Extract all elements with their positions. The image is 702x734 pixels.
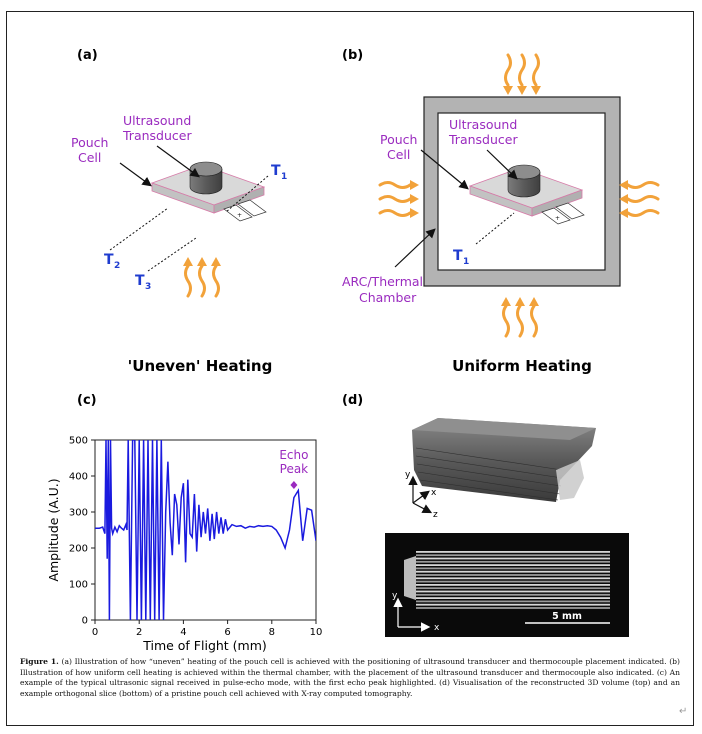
y-axis-ticks: 0 100 200 300 400 500 [69,436,95,627]
echo-peak-label-line2: Peak [280,462,309,476]
t1-label-a: T [271,163,281,179]
y-tick-label: 0 [82,616,88,627]
slice-tab [404,556,416,600]
slice-layer [416,580,610,583]
t2-sub-a: 2 [114,261,120,271]
axis-y-label-slice: y [392,591,398,601]
pouch-label-a-line1: Pouch [71,135,108,150]
slice-layer [416,593,610,596]
slice-layer [416,574,610,576]
t3-dotted-a [147,237,197,272]
slice-layer [416,607,610,609]
ct-3d-axes [408,475,433,514]
x-tick-label: 2 [136,627,142,638]
t2-label-a: T [104,252,114,268]
slice-layer [416,600,610,603]
slice-layer [416,587,610,590]
axis-z-label-3d: z [433,510,438,520]
axis-y-label-3d: y [405,470,411,480]
pouch-label-b-line2: Cell [387,147,410,162]
scale-bar-label: 5 mm [552,611,582,622]
heat-waves-a [183,257,221,298]
y-tick-label: 200 [69,544,88,555]
pouch-cell-a [151,161,267,222]
x-tick-label: 6 [224,627,230,638]
pouch-arrow-b [420,149,469,190]
axis-x-label-slice: x [434,623,440,633]
slice-layer [416,551,610,553]
heat-waves-b-left [378,180,419,218]
ultrasound-label-a-line1: Ultrasound [123,113,191,128]
ultrasound-label-a-line2: Transducer [122,128,192,143]
x-tick-label: 8 [269,627,275,638]
slice-layer [416,603,610,606]
ultrasound-label-b-line1: Ultrasound [449,117,517,132]
slice-layer [416,564,610,566]
figure-caption: Figure 1. (a) Illustration of how “uneve… [20,657,680,699]
axis-x-label-3d: x [431,488,437,498]
slice-layer [416,584,610,586]
echo-peak-marker [290,481,298,489]
transducer-arrow-b [486,149,518,180]
pouch-arrow-a [119,162,152,187]
t1-sub-a: 1 [281,172,287,182]
ultrasound-label-b-line2: Transducer [448,132,518,147]
chamber-label-line2: Chamber [359,290,417,305]
pouch-label-a-line2: Cell [78,150,101,165]
echo-peak-label-line1: Echo [279,448,308,462]
t3-sub-a: 3 [145,282,151,292]
x-tick-label: 4 [180,627,186,638]
y-tick-label: 300 [69,508,88,519]
paragraph-return-mark: ↵ [679,706,688,717]
ultrasonic-signal-chart: 0 100 200 300 400 500 0 2 4 6 8 10 Echo Peak Time … [46,436,322,654]
x-tick-label: 10 [310,627,323,638]
heat-waves-b-right [619,180,660,218]
y-tick-label: 400 [69,472,88,483]
ct-orthogonal-slice [385,533,629,637]
slice-layer [416,590,610,593]
t1-dotted-a [225,175,269,213]
chamber-arrow [394,228,436,268]
x-axis-ticks: 0 2 4 6 8 10 [92,620,323,638]
slice-layer [416,560,610,563]
y-tick-label: 100 [69,580,88,591]
slice-layer [416,554,610,557]
panel-c-tag: (c) [77,393,97,408]
panel-d-tag: (d) [342,393,363,408]
pouch-label-b-line1: Pouch [380,132,417,147]
x-tick-label: 0 [92,627,98,638]
panel-b-title: Uniform Heating [452,357,592,375]
t2-dotted-a [109,207,169,251]
panel-a-tag: (a) [77,48,98,63]
slice-layer [416,567,610,570]
t1-dotted-b [475,212,515,245]
chamber-label-line1: ARC/Thermal [342,274,423,289]
t1-label-b: T [453,248,463,264]
slice-layer [416,597,610,599]
slice-layer [416,570,610,573]
caption-text: (a) Illustration of how “uneven” heating… [20,657,681,698]
slice-layer [416,557,610,560]
heat-waves-b-top [503,53,541,95]
caption-label: Figure 1. [20,657,59,666]
panel-b-tag: (b) [342,48,363,63]
heat-waves-b-bottom [501,297,539,338]
t3-label-a: T [135,273,145,289]
panel-a-title: 'Uneven' Heating [128,357,273,375]
transducer-arrow-a [156,145,200,178]
y-axis-label: Amplitude (A.U.) [46,478,61,581]
ct-3d-volume [412,418,596,502]
t1-sub-b: 1 [463,257,469,267]
y-tick-label: 500 [69,436,88,447]
slice-electrode-layers [404,551,610,609]
signal-series-line [95,440,316,620]
slice-layer [416,577,610,580]
x-axis-label: Time of Flight (mm) [142,638,267,653]
